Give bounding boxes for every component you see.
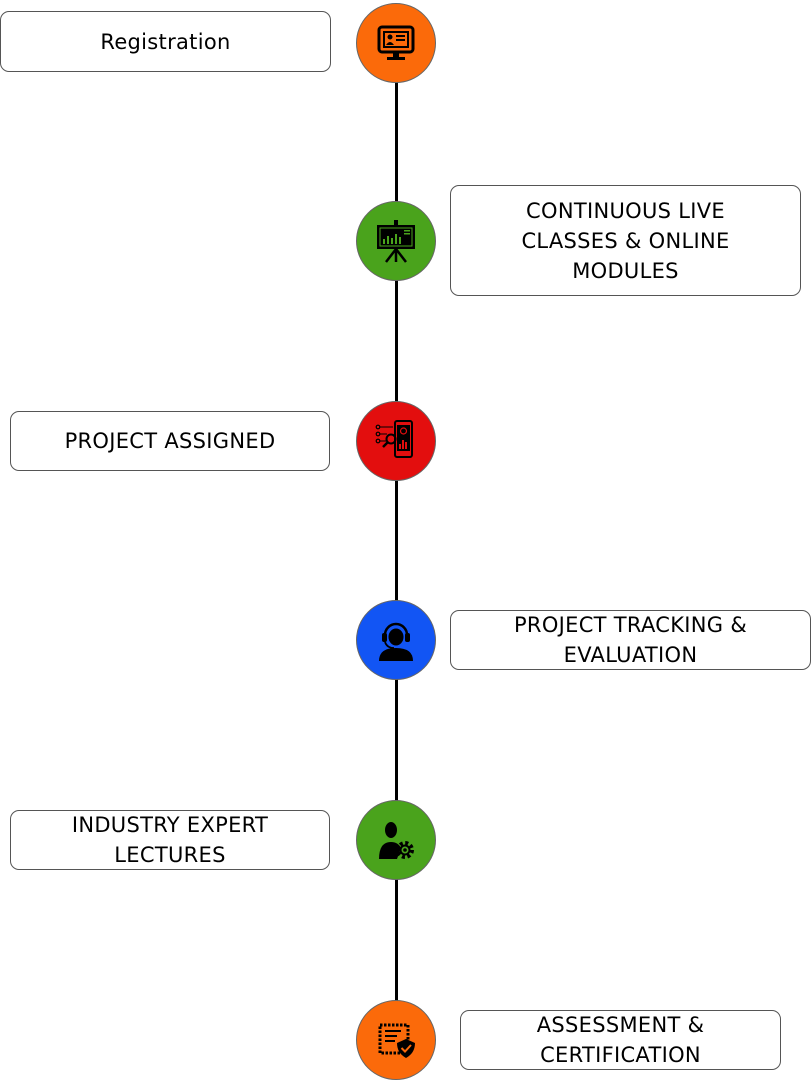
timeline-connector-line: [395, 42, 398, 1040]
step-4-label-line-1: PROJECT TRACKING &: [513, 613, 748, 637]
headset-support-icon: [379, 622, 413, 661]
step-6-label-box: ASSESSMENT & CERTIFICATION: [460, 1010, 781, 1070]
step-5-label-line-1: INDUSTRY EXPERT: [71, 813, 269, 837]
step-5-label-line-2: LECTURES: [114, 843, 226, 867]
presentation-board-icon: [377, 220, 415, 263]
step-5-label-box: INDUSTRY EXPERT LECTURES: [10, 810, 330, 870]
step-6-label-line-1: ASSESSMENT &: [536, 1013, 705, 1037]
step-3-label-line-1: PROJECT ASSIGNED: [64, 429, 276, 453]
step-1-label-box: Registration: [0, 11, 331, 72]
step-3-label-box: PROJECT ASSIGNED: [10, 411, 330, 471]
step-5-node: [356, 800, 436, 880]
step-4-label-line-2: EVALUATION: [563, 643, 698, 667]
registration-monitor-icon: [377, 25, 415, 60]
step-4-node: [356, 600, 436, 680]
step-2-label-line-3: MODULES: [572, 258, 679, 283]
step-3-node: [356, 401, 436, 481]
step-2-node: [356, 201, 436, 281]
step-2-label-line-1: CONTINUOUS LIVE: [526, 198, 725, 223]
step-6-node: [356, 1000, 436, 1080]
step-1-node: [356, 3, 436, 83]
step-2-label-line-2: CLASSES & ONLINE: [521, 228, 730, 253]
certificate-shield-icon: [378, 1023, 415, 1058]
step-6-label-line-2: CERTIFICATION: [540, 1043, 701, 1067]
step-2-label-box: CONTINUOUS LIVE CLASSES & ONLINE MODULES: [450, 185, 801, 296]
step-4-label-box: PROJECT TRACKING & EVALUATION: [450, 610, 811, 670]
mobile-analytics-icon: [375, 420, 413, 458]
expert-gear-icon: [379, 822, 414, 859]
step-1-label-line-1: Registration: [100, 29, 231, 54]
